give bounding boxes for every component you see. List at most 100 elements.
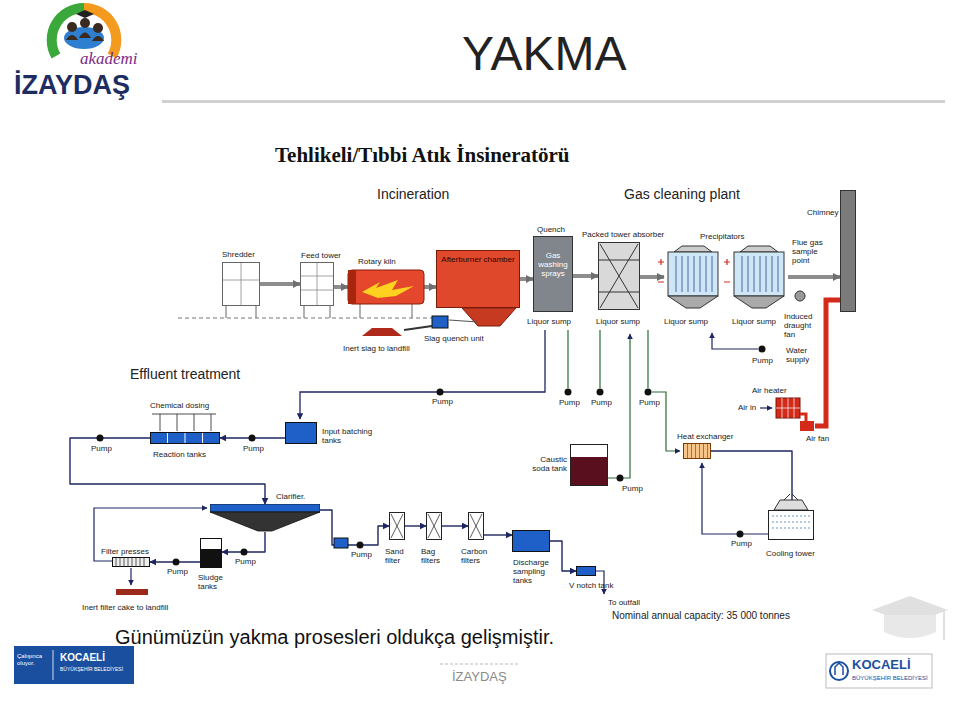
diagram-label: Water supply [786,346,820,364]
equipment-box: Caustic soda tank [570,444,608,486]
equipment-label: Carbon filters [461,547,495,565]
equipment-label: Heat exchanger [677,432,733,441]
equipment-box: Rotary kiln [348,270,424,304]
equipment-box: Precipitators [664,244,788,310]
equipment-box: Sludge tanks [200,538,222,568]
capacity-note: Nominal annual capacity: 35 000 tonnes [612,610,790,622]
equipment-box: Sand filter [389,512,405,540]
equipment-box: Chimney [840,190,856,312]
logo-text: akademi [80,49,138,69]
slide-caption: Günümüzün yakma prosesleri oldukça geliş… [115,626,554,649]
equipment-box: Input batching tanks [285,422,317,444]
diagram-label: Liquor sump [664,317,708,326]
section-heading: Gas cleaning plant [624,186,740,202]
equipment-label: Precipitators [700,232,744,241]
logo-text: Çalışınca oluyor. [17,653,51,667]
diagram-label: Liquor sump [596,317,640,326]
footer-text: İZAYDAŞ [452,670,507,685]
equipment-label: Shredder [222,250,255,259]
diagram-label: Induced draught fan [784,312,820,340]
equipment-box: Afterburner chamber [436,250,520,308]
equipment-label: Packed tower absorber [582,230,664,239]
equipment-box: Carbon filters [468,512,484,540]
flue-gas-duct [788,275,840,279]
diagram-label: Liquor sump [732,317,776,326]
section-heading: Incineration [377,186,449,202]
equipment-box: Clarifier. [210,504,320,532]
equipment-label: Clarifier. [276,492,305,501]
equipment-label: Feed tower [301,251,341,260]
diagram-label: To outfall [608,598,640,607]
process-pipe [405,525,426,526]
diagram-label: Inert filter cake to landfill [82,603,168,612]
pump-label: Pump [243,444,264,453]
diagram-label: Slag quench unit [424,334,484,343]
diagram-label: Air in [738,403,756,412]
diagram-label: Air fan [806,434,829,443]
equipment-label: Cooling tower [766,549,815,558]
flue-gas-duct [334,285,348,289]
pump-label: Pump [432,397,453,406]
diagram-label: Inert slag to landfill [343,344,410,353]
diagram-label: Chemical dosing [150,401,209,410]
equipment-label: Filter presses [101,547,149,556]
process-pipe [70,438,265,504]
equipment-label: Caustic soda tank [523,455,567,473]
equipment-label: Sand filter [385,547,413,565]
precipitator-unit [658,246,718,308]
equipment-label: Bag filters [421,547,449,565]
pump-label: Pump [167,567,188,576]
equipment-label: Chimney [807,208,839,217]
equipment-box: Cooling tower [768,510,814,540]
pump-label: Pump [235,557,256,566]
process-pipe [320,510,389,545]
process-pipe [550,541,576,571]
pump-label: Pump [622,484,643,493]
equipment-label: Input batching tanks [322,427,380,445]
equipment-label: Rotary kiln [358,257,396,266]
pump-label: Pump [639,398,660,407]
equipment-box: Bag filters [426,512,442,540]
pump-label: Pump [591,398,612,407]
flue-gas-duct [640,275,664,279]
section-heading: Effluent treatment [130,366,240,382]
equipment-label: Reaction tanks [153,450,206,459]
flue-gas-duct [260,282,300,286]
logo-text: İZAYDAŞ [14,70,130,101]
equipment-text: Afterburner chamber [437,251,519,266]
flue-gas-duct [573,274,598,278]
logo-text: KOCAELİ [60,652,105,664]
process-pipe [442,525,468,526]
pump-label: Pump [91,444,112,453]
diagram-label: Flue gas sample point [792,238,836,266]
diagram-label: Air heater [752,386,787,395]
pump-label: Pump [752,356,773,365]
clarifier-outline [210,504,320,532]
logo-text: BÜYÜKŞEHİR BELEDİYESİ [852,675,928,682]
equipment-box: QuenchGas washing sprays [533,236,573,312]
equipment-box: Discharge sampling tanks [512,530,550,552]
pump-label: Pump [731,539,752,548]
flue-gas-duct [424,285,436,289]
mortarboard-watermark [872,596,948,640]
equipment-box: Feed tower [300,262,334,306]
logo-text: KOCAELİ [852,658,911,673]
pump-label: Pump [351,550,372,559]
equipment-label: V notch tank [569,581,613,590]
process-pipe [484,534,512,535]
equipment-box: Packed tower absorber [598,242,640,310]
diagram-label: Liquor sump [527,317,571,326]
equipment-box: Reaction tanks [150,432,220,444]
equipment-label: Sludge tanks [198,573,230,591]
pump-label: Pump [559,398,580,407]
equipment-label: Quench [537,225,565,234]
equipment-text: Gas washing sprays [534,237,572,281]
equipment-box: V notch tank [576,566,596,576]
precipitator-unit [724,246,784,308]
equipment-box: Heat exchanger [683,443,711,459]
diagram-heading: Tehlikeli/Tıbbi Atık İnsineratörü [275,143,569,167]
equipment-box: Filter presses [112,557,150,567]
logo-text: BÜYÜKŞEHİR BELEDİYESİ [60,667,123,673]
equipment-box: Shredder [222,262,260,306]
